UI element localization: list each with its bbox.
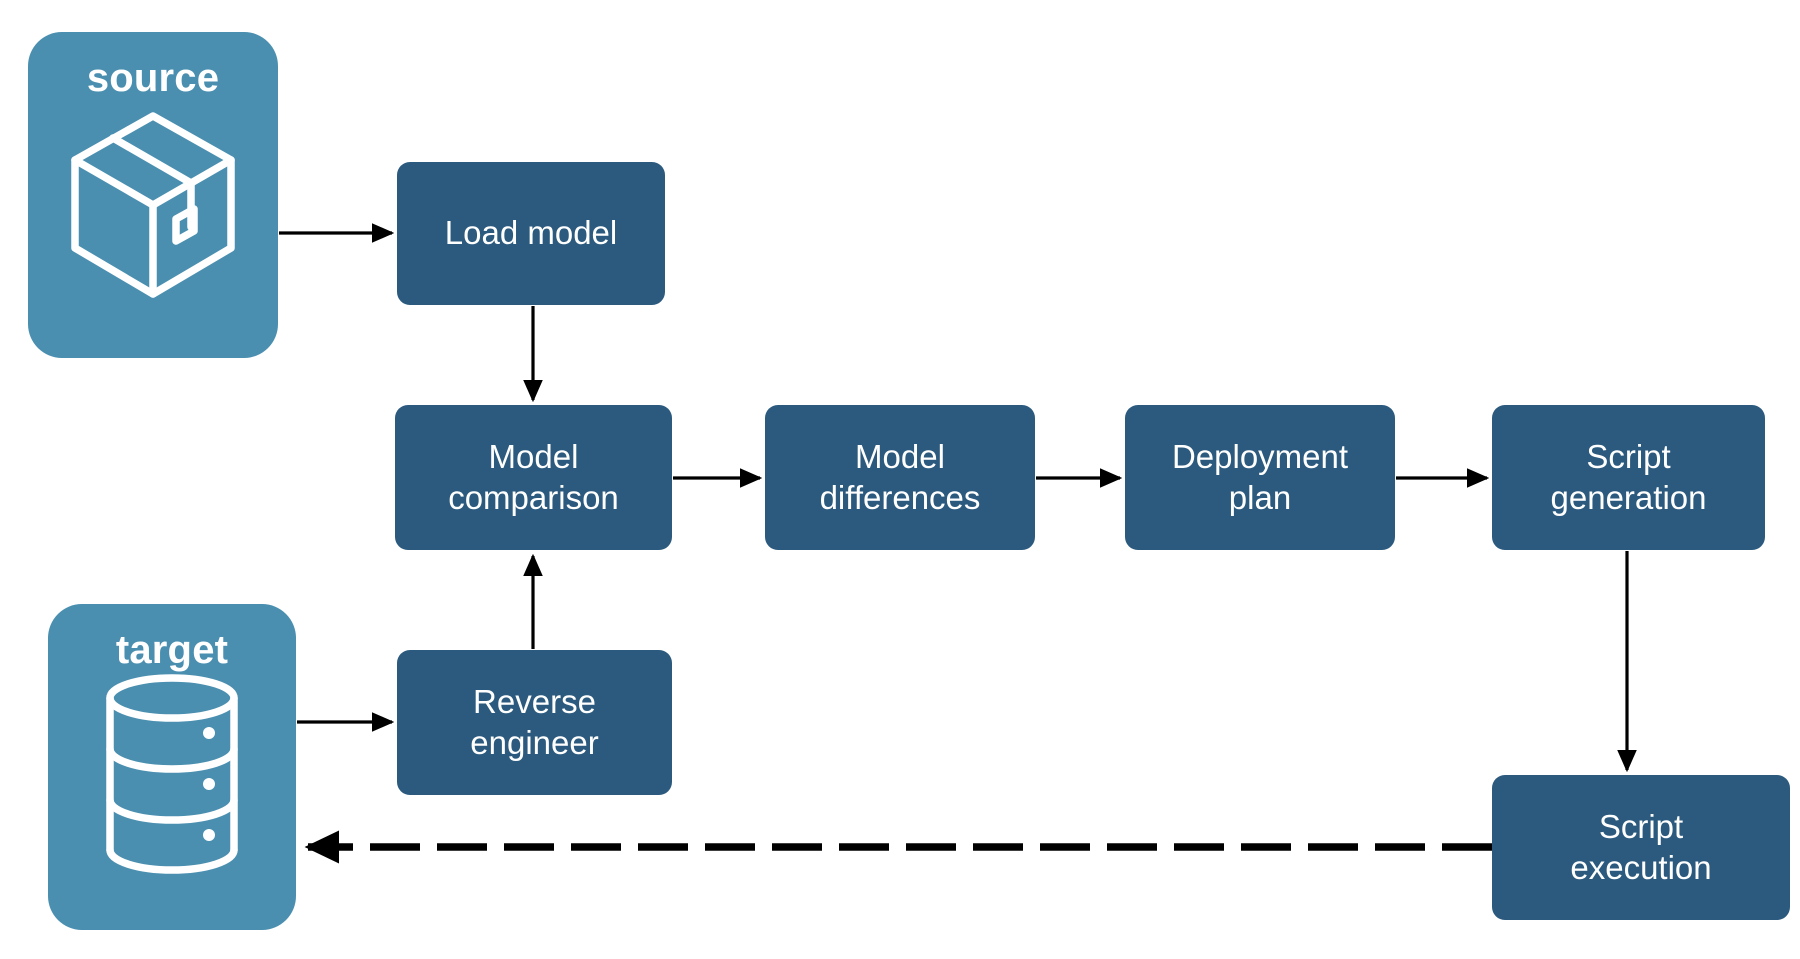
process-script-generation[interactable]: Script generation [1492, 405, 1765, 550]
package-box-icon [63, 98, 243, 309]
process-reverse-engineer-label: Reverse engineer [470, 683, 599, 761]
process-script-execution-label: Script execution [1570, 808, 1712, 886]
process-model-comparison[interactable]: Model comparison [395, 405, 672, 550]
endpoint-target[interactable]: target [48, 604, 296, 930]
process-reverse-engineer[interactable]: Reverse engineer [397, 650, 672, 795]
process-deployment-plan-label: Deployment plan [1171, 438, 1349, 516]
process-model-comparison-label: Model comparison [448, 438, 619, 516]
endpoint-source-label: source [86, 56, 220, 100]
process-script-generation-label: Script generation [1550, 438, 1707, 516]
endpoint-source[interactable]: source [28, 32, 278, 358]
process-model-differences-label: Model differences [819, 438, 981, 516]
process-deployment-plan[interactable]: Deployment plan [1125, 405, 1395, 550]
process-script-execution[interactable]: Script execution [1492, 775, 1790, 920]
process-load-model-label: Load model [444, 214, 618, 252]
process-model-differences[interactable]: Model differences [765, 405, 1035, 550]
endpoint-target-label: target [115, 628, 229, 672]
database-cylinder-icon [87, 670, 257, 887]
process-load-model[interactable]: Load model [397, 162, 665, 305]
